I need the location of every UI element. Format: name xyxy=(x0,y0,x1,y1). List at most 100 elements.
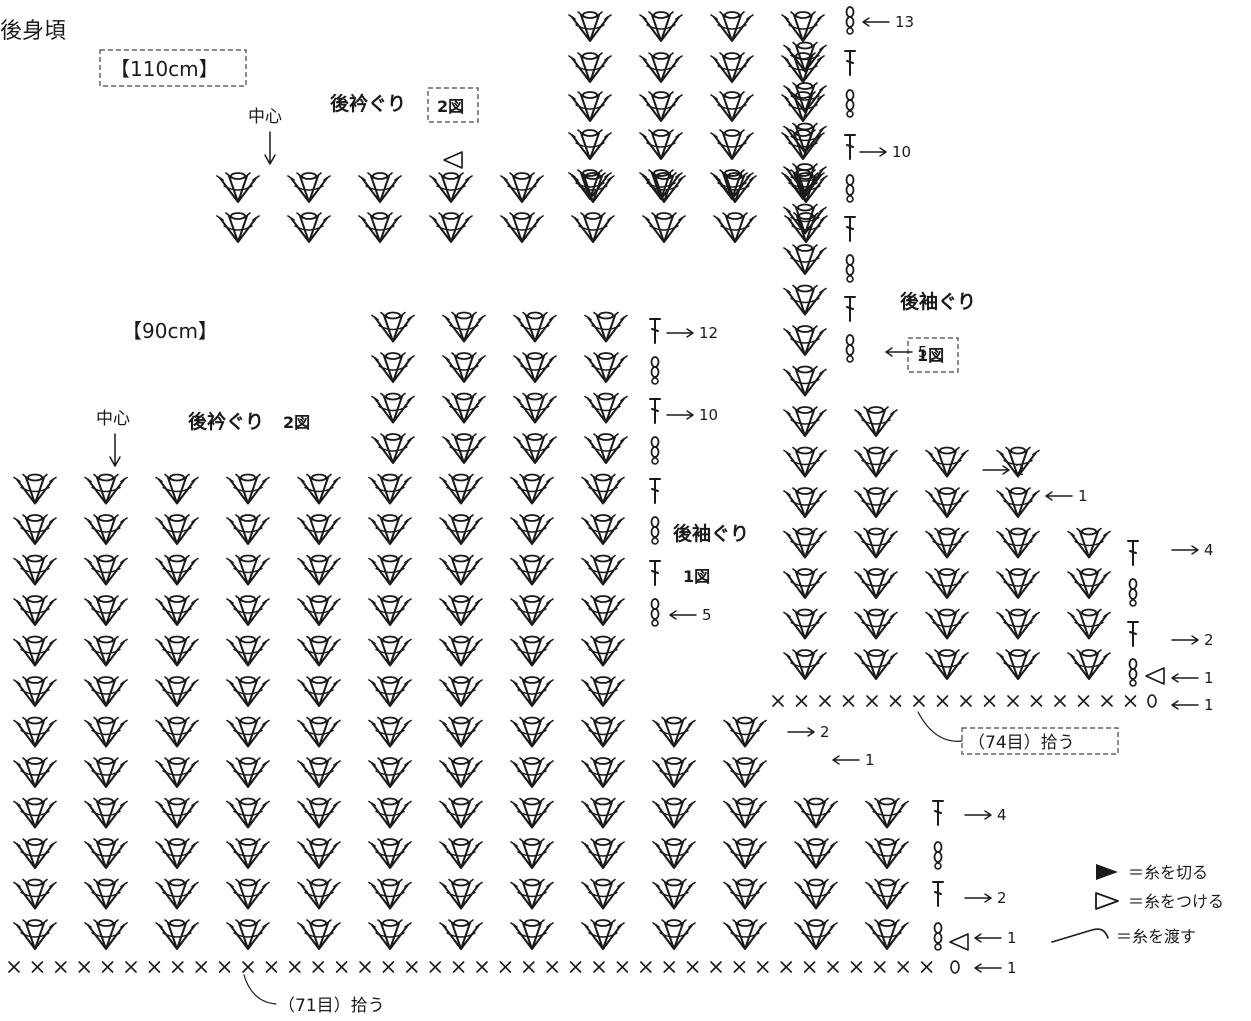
stitch-sc xyxy=(218,961,231,973)
stitch-fan xyxy=(155,514,199,545)
stitch-fan xyxy=(358,172,402,203)
pickup-110-leader xyxy=(917,711,963,742)
stitch-fan xyxy=(226,757,270,788)
stitch-sc xyxy=(31,961,44,973)
stitch-fan xyxy=(513,433,557,464)
stitch-edge xyxy=(1128,658,1138,687)
stitch-fan xyxy=(581,514,625,545)
stitch-fan xyxy=(439,676,483,707)
stitch-fan xyxy=(368,514,412,545)
stitch-fan xyxy=(723,797,767,829)
row-arrow-icon xyxy=(669,610,697,620)
attach-yarn-marker-icon xyxy=(443,151,463,169)
stitch-fan xyxy=(571,212,615,243)
stitch-edge xyxy=(844,216,856,242)
center-90-label: 中心 xyxy=(96,409,130,429)
stitch-sc xyxy=(819,695,831,707)
stitch-fan xyxy=(13,514,57,545)
stitch-fan xyxy=(500,212,544,243)
stitch-fan xyxy=(652,757,696,788)
stitch-fan xyxy=(513,311,557,343)
row-arrow-icon xyxy=(787,727,815,737)
stitch-fan xyxy=(652,716,696,748)
stitch-sc xyxy=(359,961,371,973)
stitch-sc xyxy=(429,961,442,973)
stitch-edge xyxy=(649,318,661,344)
stitch-fan xyxy=(442,392,486,424)
stitch-fan xyxy=(925,649,969,680)
neck-90-label: 後衿ぐり xyxy=(188,410,264,433)
row-arrow-icon xyxy=(885,347,913,357)
stitch-fan xyxy=(513,392,557,424)
row-number: 4 xyxy=(1204,541,1214,559)
stitch-sc xyxy=(1101,695,1113,707)
stitch-sc xyxy=(960,695,972,707)
stitch-fan xyxy=(639,52,683,83)
pickup-110-frame xyxy=(961,727,1119,755)
row-arrow-icon xyxy=(974,933,1002,943)
stitch-sc xyxy=(569,961,582,973)
stitch-edge xyxy=(844,134,856,160)
stitch-fan xyxy=(713,212,757,243)
stitch-fan xyxy=(865,838,909,869)
stitch-fan xyxy=(287,212,331,243)
stitch-fan xyxy=(84,919,128,950)
row-arrow-icon xyxy=(666,410,694,420)
stitch-fan xyxy=(371,392,415,424)
stitch-fan xyxy=(581,878,625,910)
stitch-fan xyxy=(865,878,909,910)
stitch-fan xyxy=(297,554,341,586)
stitch-fan xyxy=(226,473,270,505)
row-number: 1 xyxy=(1204,669,1214,687)
row-number: 5 xyxy=(918,343,928,361)
neck-110-label: 後衿ぐり xyxy=(330,92,406,115)
row-number: 4 xyxy=(997,806,1007,824)
stitch-edge xyxy=(650,598,660,627)
stitch-fan xyxy=(297,514,341,545)
stitch-edge xyxy=(650,516,660,545)
stitch-edge xyxy=(845,89,855,118)
legend-carry-yarn: ＝糸を渡す xyxy=(1116,927,1196,946)
stitch-fan xyxy=(584,392,628,424)
row-number: 10 xyxy=(892,143,911,161)
stitch-fan xyxy=(429,212,473,243)
stitch-fan xyxy=(1067,527,1111,559)
stitch-sc xyxy=(756,961,769,973)
stitch-fan xyxy=(710,52,754,83)
stitch-fan xyxy=(854,527,898,559)
stitch-sc xyxy=(663,961,676,973)
stitch-fan xyxy=(155,635,199,667)
stitch-fan xyxy=(781,11,825,42)
stitch-fan xyxy=(84,716,128,748)
stitch-sc xyxy=(195,961,207,973)
stitch-fan xyxy=(368,554,412,586)
stitch-fan xyxy=(783,649,827,680)
stitch-fan xyxy=(510,514,554,545)
stitch-fan xyxy=(854,649,898,680)
stitch-sc xyxy=(850,961,863,973)
stitch-fan xyxy=(226,635,270,667)
row-number: 5 xyxy=(702,606,712,624)
stitch-fan xyxy=(368,595,412,626)
stitch-fan xyxy=(371,433,415,464)
stitch-fan xyxy=(84,595,128,626)
stitch-fan xyxy=(13,878,57,910)
stitch-fan xyxy=(368,635,412,667)
stitch-fan xyxy=(723,757,767,788)
row-number: 2 xyxy=(997,889,1007,907)
stitch-sc xyxy=(873,961,886,973)
stitch-sc xyxy=(616,961,629,973)
row-number: 12 xyxy=(699,324,718,342)
stitch-edge xyxy=(845,6,855,35)
stitch-sc xyxy=(476,961,488,973)
stitch-fan xyxy=(368,716,412,748)
stitch-fan xyxy=(155,473,199,505)
pickup-90-leader xyxy=(243,974,277,1005)
stitch-fan xyxy=(581,797,625,829)
stitch-fan xyxy=(1067,649,1111,680)
stitch-fan xyxy=(854,608,898,640)
stitch-fan xyxy=(439,635,483,667)
stitch-fan xyxy=(226,838,270,869)
